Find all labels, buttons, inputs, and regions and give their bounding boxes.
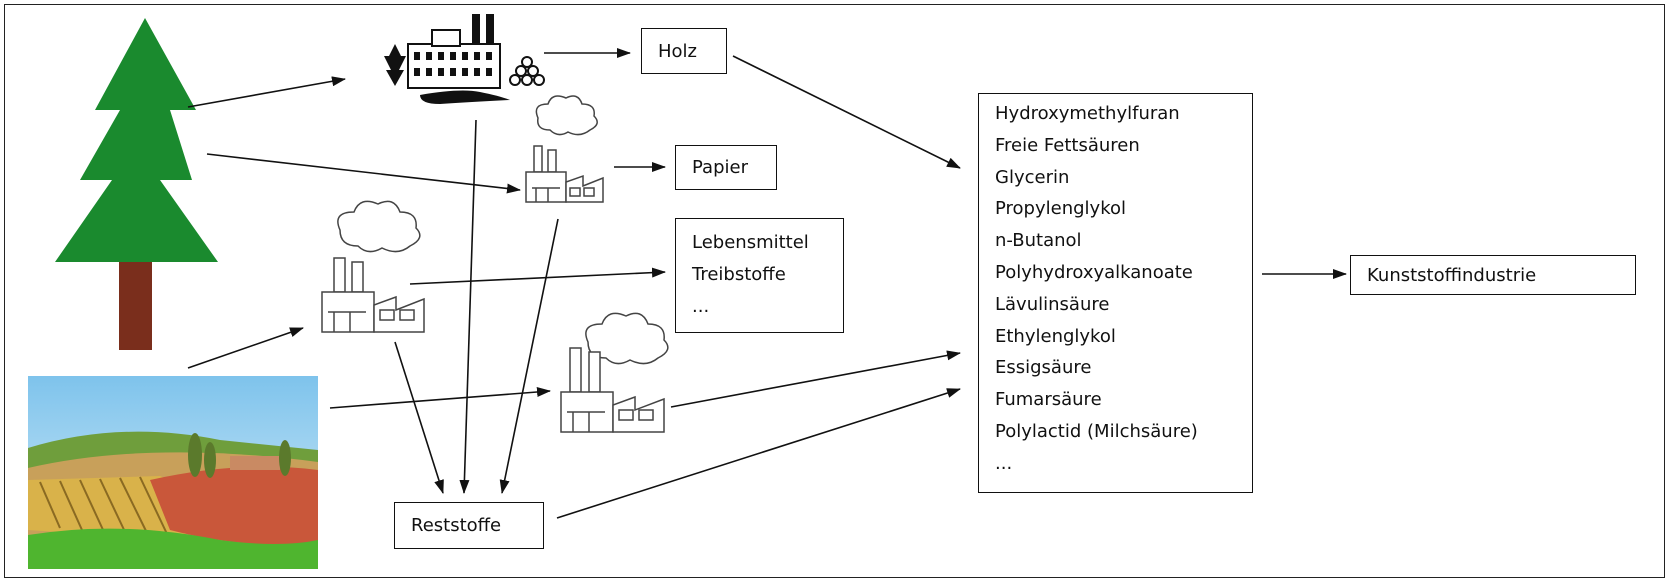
arrow [499,218,559,494]
diagram-frame [4,4,1665,578]
chemical-item: Fumarsäure [995,389,1102,411]
product-box-food-fuel: Lebensmittel Treibstoffe ... [675,218,844,333]
chemical-item: Polylactid (Milchsäure) [995,420,1198,442]
tree-icon [55,18,218,350]
product-box-kunststoffindustrie: Kunststoffindustrie [1350,255,1636,295]
product-label-reststoffe: Reststoffe [411,515,502,536]
chemical-item: Glycerin [995,166,1070,188]
arrow [670,350,961,408]
chemicals-list-box: Hydroxymethylfuran Freie Fettsäuren Glyc… [978,93,1253,493]
product-box-papier: Papier [675,145,777,190]
product-label-holz: Holz [658,40,697,62]
chemical-item: Lävulinsäure [995,293,1110,315]
sawmill-icon [384,14,545,104]
factory-icon [525,95,604,203]
arrow [187,76,346,108]
product-box-holz: Holz [641,28,727,74]
product-label-ellipsis: ... [692,296,710,317]
chemical-item: Propylenglykol [995,198,1126,220]
chemical-item: Polyhydroxyalkanoate [995,261,1193,283]
product-label-papier: Papier [692,157,748,178]
arrow [409,267,666,285]
arrow [206,153,521,194]
product-box-reststoffe: Reststoffe [394,502,544,549]
chemical-item: Freie Fettsäuren [995,134,1140,156]
chemical-item: Hydroxymethylfuran [995,103,1180,124]
chemical-item: ... [995,452,1013,474]
arrow [556,388,961,519]
factory-icon [560,312,669,433]
arrow [459,119,477,494]
product-label-treibstoffe: Treibstoffe [692,264,786,285]
product-label-lebensmittel: Lebensmittel [692,232,809,253]
arrow [732,55,961,169]
arrow [187,327,304,369]
arrow [329,387,551,409]
farmland-landscape-icon [28,376,318,569]
chemical-item: n-Butanol [995,230,1082,252]
factory-icon [321,200,425,333]
product-label-kunststoffindustrie: Kunststoffindustrie [1367,264,1537,286]
chemical-item: Essigsäure [995,357,1092,379]
chemical-item: Ethylenglykol [995,325,1116,347]
arrow [394,341,444,494]
